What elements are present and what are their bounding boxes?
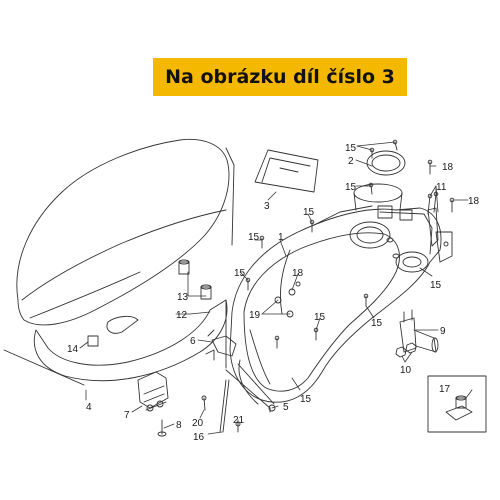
callout-15: 15 bbox=[345, 182, 357, 193]
callout-18: 18 bbox=[442, 162, 454, 173]
callout-2: 2 bbox=[348, 156, 354, 167]
callout-18: 18 bbox=[468, 196, 480, 207]
callout-15: 15 bbox=[234, 268, 246, 279]
callout-3: 3 bbox=[264, 201, 270, 212]
part-8-drawing bbox=[157, 419, 167, 437]
callout-21: 21 bbox=[233, 415, 245, 426]
callout-15: 15 bbox=[314, 312, 326, 323]
part-16-drawing bbox=[219, 379, 230, 433]
callout-5: 5 bbox=[283, 402, 289, 413]
part-20-21-drawing bbox=[201, 395, 241, 433]
part-6-drawing bbox=[207, 329, 237, 357]
leader-lines bbox=[79, 141, 473, 435]
callout-17: 17 bbox=[439, 384, 451, 395]
clips bbox=[274, 281, 301, 318]
callout-15: 15 bbox=[430, 280, 442, 291]
callout-15: 15 bbox=[300, 394, 312, 405]
seat-drawing bbox=[16, 138, 230, 326]
callout-16: 16 bbox=[193, 432, 205, 443]
seat-base-drawing bbox=[33, 299, 228, 382]
part-17-inset bbox=[427, 375, 487, 433]
callout-15: 15 bbox=[303, 207, 315, 218]
callout-15: 15 bbox=[248, 232, 260, 243]
callout-10: 10 bbox=[400, 365, 412, 376]
part-9-drawing bbox=[399, 309, 439, 353]
part-5-drawing bbox=[225, 363, 276, 413]
part-2-drawing bbox=[366, 150, 406, 176]
callout-labels: 15 2 18 15 11 18 3 15 15 1 15 18 13 12 1… bbox=[67, 143, 480, 443]
callout-7: 7 bbox=[124, 410, 130, 421]
callout-9: 9 bbox=[440, 326, 446, 337]
callout-6: 6 bbox=[190, 336, 196, 347]
callout-11: 11 bbox=[436, 182, 447, 193]
frame-lines bbox=[3, 147, 235, 386]
callout-15: 15 bbox=[345, 143, 357, 154]
callout-1: 1 bbox=[278, 232, 284, 243]
banner-title: Na obrázku díl číslo 3 bbox=[165, 66, 395, 88]
callout-8: 8 bbox=[176, 420, 182, 431]
callout-15: 15 bbox=[371, 318, 383, 329]
part-3-drawing bbox=[254, 149, 319, 193]
callout-14: 14 bbox=[67, 344, 79, 355]
part-7-drawing bbox=[137, 371, 169, 412]
callout-18: 18 bbox=[292, 268, 304, 279]
bin-compartments bbox=[349, 183, 429, 273]
callout-20: 20 bbox=[192, 418, 204, 429]
callout-4: 4 bbox=[86, 402, 92, 413]
screws bbox=[245, 139, 455, 349]
callout-13: 13 bbox=[177, 292, 189, 303]
hinge-bolts bbox=[178, 259, 212, 300]
part-10-drawing bbox=[395, 342, 417, 358]
title-banner: Na obrázku díl číslo 3 bbox=[153, 58, 407, 96]
callout-12: 12 bbox=[176, 310, 188, 321]
callout-19: 19 bbox=[249, 310, 261, 321]
right-bracket-drawing bbox=[427, 207, 453, 263]
